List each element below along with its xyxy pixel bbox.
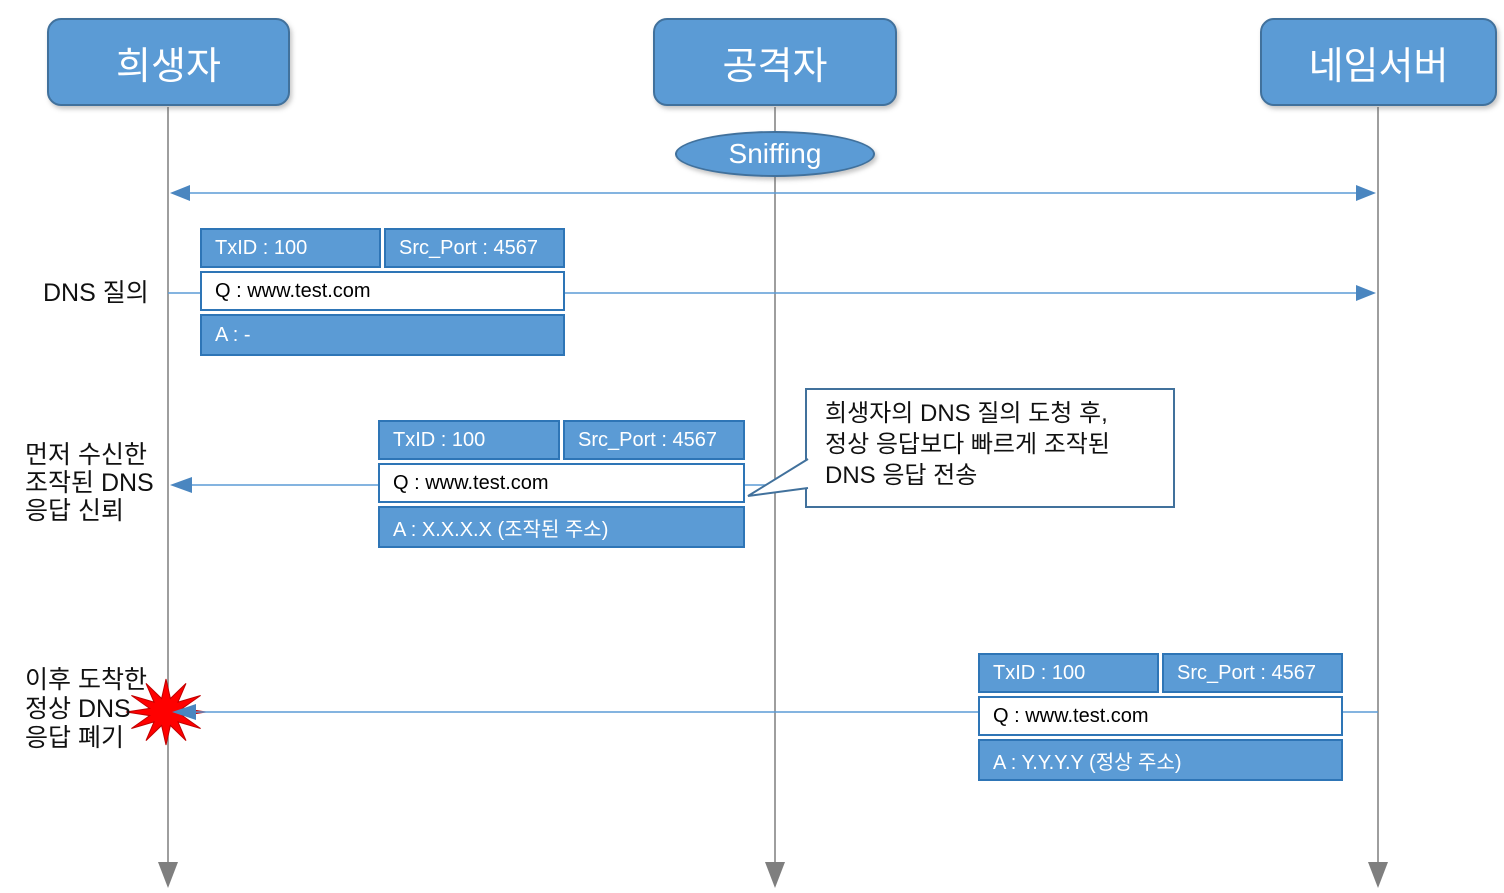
actor-box-nameserver: 네임서버 — [1260, 18, 1497, 106]
lifeline-attacker-arrowhead-icon — [765, 862, 785, 888]
arrow-sniffing — [170, 185, 1376, 201]
packet-txid-cell: TxID : 100 — [200, 228, 381, 268]
packet-answer-row: A : - — [200, 314, 565, 356]
callout-note: 희생자의 DNS 질의 도청 후, 정상 응답보다 빠르게 조작된 DNS 응답… — [805, 388, 1175, 508]
lifeline-victim-arrowhead-icon — [158, 862, 178, 888]
actor-label-nameserver: 네임서버 — [1308, 45, 1449, 88]
packet-query-row: Q : www.test.com — [200, 271, 565, 311]
actor-label-attacker: 공격자 — [722, 45, 828, 88]
packet-dns-query: TxID : 100 Src_Port : 4567 Q : www.test.… — [200, 228, 565, 356]
label-trust-forged-response: 먼저 수신한 조작된 DNS 응답 신뢰 — [25, 441, 154, 525]
actor-box-attacker: 공격자 — [653, 18, 897, 106]
sniffing-ellipse: Sniffing — [675, 131, 875, 177]
packet-txid-cell: TxID : 100 — [378, 420, 560, 460]
sniffing-label: Sniffing — [728, 138, 822, 169]
packet-query-row: Q : www.test.com — [378, 463, 745, 503]
label-dns-query: DNS 질의 — [43, 279, 149, 307]
packet-srcport-cell: Src_Port : 4567 — [384, 228, 565, 268]
actor-box-victim: 희생자 — [47, 18, 290, 106]
label-discard-normal-response: 이후 도착한 정상 DNS 응답 폐기 — [25, 666, 147, 752]
explosion-burst-icon — [125, 678, 207, 746]
packet-srcport-cell: Src_Port : 4567 — [1162, 653, 1343, 693]
packet-forged-response: TxID : 100 Src_Port : 4567 Q : www.test.… — [378, 420, 745, 548]
packet-query-row: Q : www.test.com — [978, 696, 1343, 736]
packet-answer-row: A : X.X.X.X (조작된 주소) — [378, 506, 745, 548]
actor-label-victim: 희생자 — [116, 45, 221, 88]
packet-txid-cell: TxID : 100 — [978, 653, 1159, 693]
lifeline-nameserver-arrowhead-icon — [1368, 862, 1388, 888]
packet-normal-response: TxID : 100 Src_Port : 4567 Q : www.test.… — [978, 653, 1343, 781]
packet-answer-row: A : Y.Y.Y.Y (정상 주소) — [978, 739, 1343, 781]
packet-srcport-cell: Src_Port : 4567 — [563, 420, 745, 460]
